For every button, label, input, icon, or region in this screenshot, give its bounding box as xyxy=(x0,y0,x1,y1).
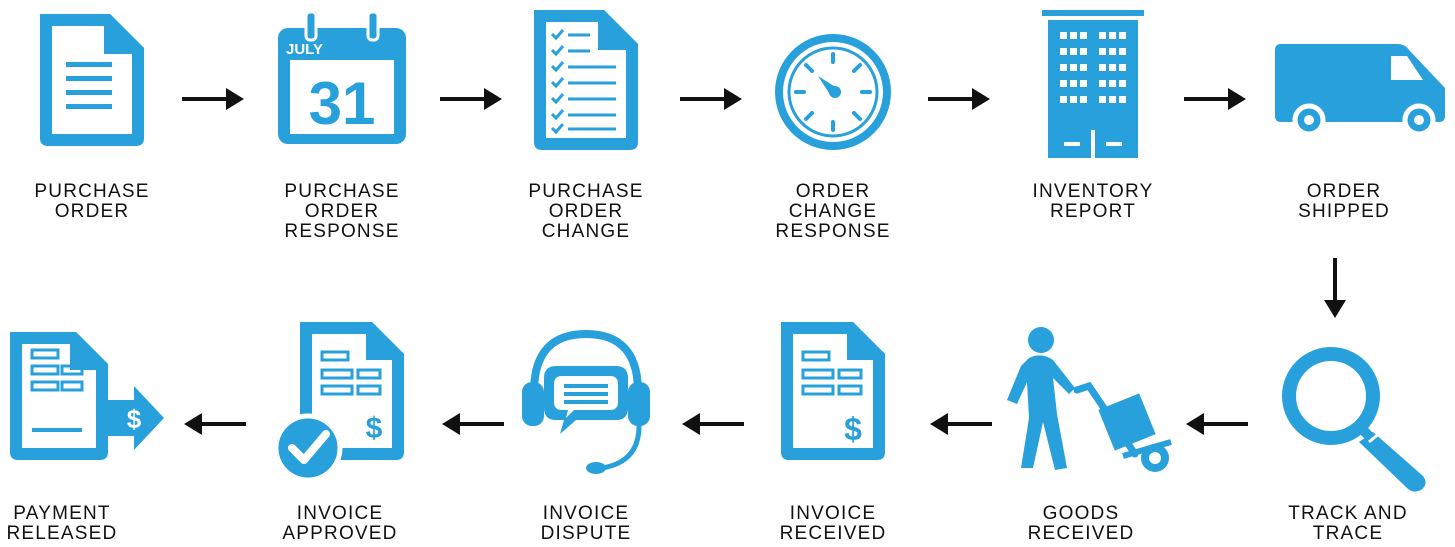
arrow-left-icon xyxy=(682,413,744,435)
arrow-right-icon xyxy=(1184,88,1246,110)
step-label: INVOICE APPROVED xyxy=(282,503,398,544)
step-label: ORDER CHANGE RESPONSE xyxy=(775,181,891,242)
arrow-right-icon xyxy=(182,88,244,110)
arrow-right-icon xyxy=(440,88,502,110)
arrow-left-icon xyxy=(1186,413,1248,435)
step-label: TRACK AND TRACE xyxy=(1288,503,1408,544)
arrow-right-icon xyxy=(680,88,742,110)
hand-truck-icon xyxy=(993,322,1193,482)
calendar-icon: JULY 31 xyxy=(242,10,442,160)
arrow-down-icon xyxy=(1324,258,1346,318)
headset-icon xyxy=(486,322,686,482)
arrow-left-icon xyxy=(184,413,246,435)
step-label: INVOICE RECEIVED xyxy=(779,503,887,544)
payment-icon: $ xyxy=(0,322,174,472)
truck-icon xyxy=(1264,10,1455,160)
calendar-day: 31 xyxy=(309,70,376,137)
invoice-icon: $ xyxy=(733,322,933,482)
gauge-icon xyxy=(733,10,933,160)
step-label: GOODS RECEIVED xyxy=(1027,503,1135,544)
checklist-icon xyxy=(486,10,686,160)
arrow-right-icon xyxy=(928,88,990,110)
step-label: INVOICE DISPUTE xyxy=(540,503,632,544)
currency-symbol: $ xyxy=(127,404,142,434)
currency-symbol: $ xyxy=(844,411,862,447)
arrow-left-icon xyxy=(930,413,992,435)
magnifier-icon xyxy=(1258,344,1455,504)
currency-symbol: $ xyxy=(366,412,383,445)
step-label: INVENTORY REPORT xyxy=(1032,181,1154,222)
building-icon xyxy=(993,10,1193,160)
step-label: PURCHASE ORDER RESPONSE xyxy=(284,181,400,242)
calendar-month: JULY xyxy=(286,41,323,58)
step-label: PAYMENT RELEASED xyxy=(6,503,118,544)
arrow-left-icon xyxy=(442,413,504,435)
step-label: PURCHASE ORDER xyxy=(34,181,150,222)
invoice-approved-icon: $ xyxy=(240,322,440,482)
step-label: ORDER SHIPPED xyxy=(1298,181,1390,222)
document-icon xyxy=(0,10,192,160)
step-label: PURCHASE ORDER CHANGE xyxy=(528,181,644,242)
